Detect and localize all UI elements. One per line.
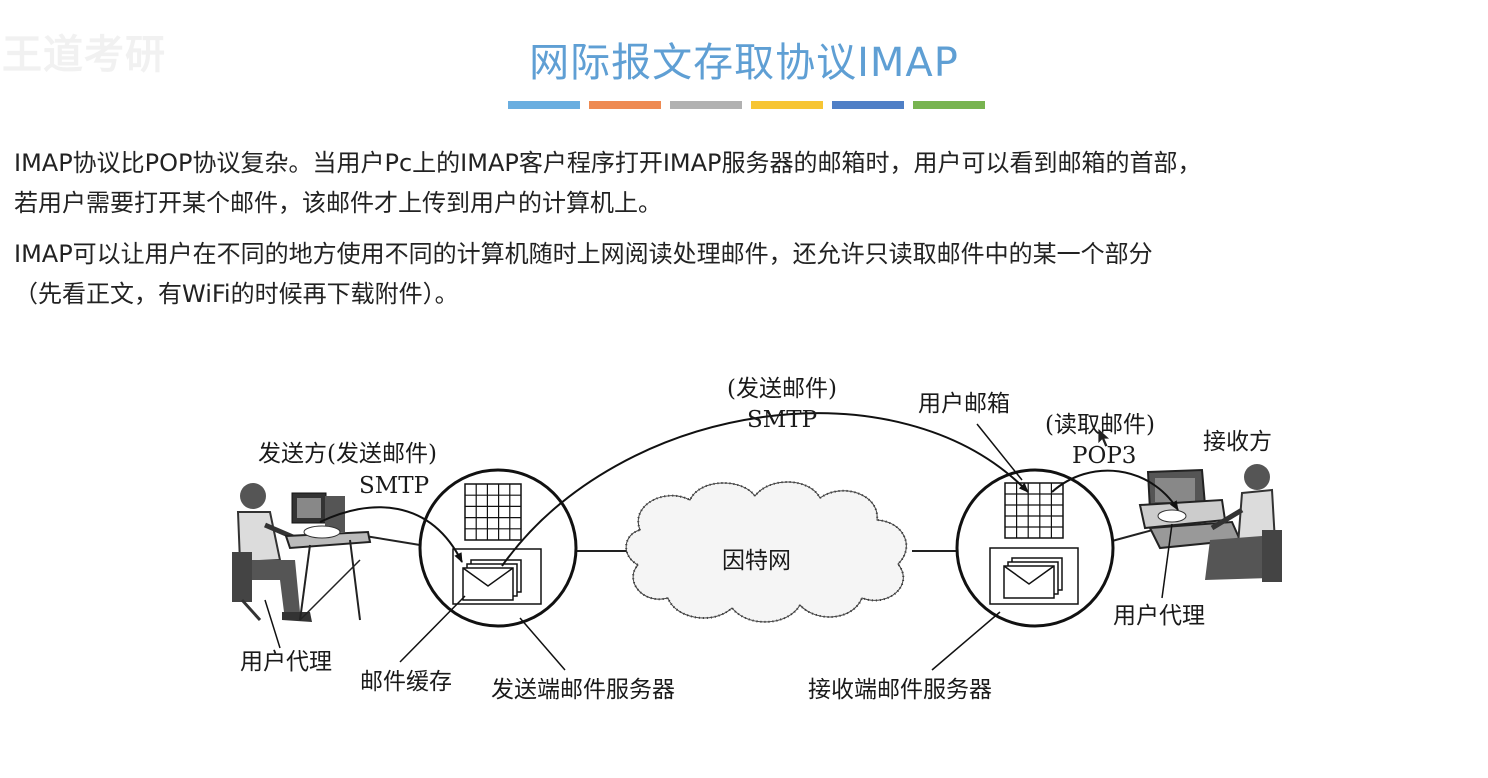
- internet-cloud-icon: [625, 481, 908, 623]
- receiver-person-icon: [1205, 464, 1282, 582]
- color-bar-yellow: [751, 101, 823, 109]
- label-mail-cache: 邮件缓存: [360, 669, 452, 695]
- pointer-recv-server: [931, 611, 1001, 671]
- paragraph-imap-intro: IMAP协议比POP协议复杂。当用户Pc上的IMAP客户程序打开IMAP服务器的…: [14, 143, 1202, 223]
- label-smtp-left: SMTP: [359, 473, 429, 499]
- label-smtp-top-paren: (发送邮件): [727, 376, 837, 402]
- sender-person-icon: [232, 483, 312, 622]
- sender-computer-icon: [284, 492, 372, 621]
- pop3-read-arrow: [1051, 469, 1179, 511]
- send-envelope-icon: [462, 559, 522, 601]
- label-receiver: 接收方: [1203, 429, 1272, 455]
- color-bar-blue: [508, 101, 580, 109]
- label-internet: 因特网: [722, 548, 791, 574]
- recv-envelope-icon: [1003, 557, 1063, 599]
- label-read-mail: (读取邮件): [1045, 412, 1155, 438]
- pointer-send-server: [519, 617, 566, 671]
- smtp-send-arrow: [319, 506, 463, 563]
- label-user-agent-right: 用户代理: [1113, 603, 1205, 629]
- receiver-computer-icon: [1138, 468, 1242, 550]
- link-sender-server: [364, 535, 421, 546]
- color-bar-green: [913, 101, 985, 109]
- title-color-bars: [508, 101, 985, 109]
- color-bar-orange: [589, 101, 661, 109]
- paragraph-line: 若用户需要打开某个邮件，该邮件才上传到用户的计算机上。: [14, 189, 662, 217]
- paragraph-line: IMAP协议比POP协议复杂。当用户Pc上的IMAP客户程序打开IMAP服务器的…: [14, 149, 1202, 177]
- label-smtp-top: SMTP: [747, 407, 817, 433]
- pointer-user-agent-right: [1161, 523, 1173, 599]
- color-bar-gray: [670, 101, 742, 109]
- recv-mailbox-grid-icon: [1004, 482, 1064, 539]
- label-pop3: POP3: [1072, 443, 1136, 469]
- smtp-relay-arrow: [501, 412, 1029, 567]
- pointer-user-mailbox: [976, 423, 1023, 481]
- label-user-agent-left: 用户代理: [240, 649, 332, 675]
- label-sender: 发送方(发送邮件): [258, 441, 437, 467]
- watermark-logo: 王道考研: [2, 32, 166, 78]
- pointer-mail-cache: [399, 595, 466, 663]
- color-bar-darkblue: [832, 101, 904, 109]
- label-user-mailbox: 用户邮箱: [918, 391, 1010, 417]
- paragraph-imap-features: IMAP可以让用户在不同的地方使用不同的计算机随时上网阅读处理邮件，还允许只读取…: [14, 234, 1153, 314]
- send-mailbox-grid-icon: [464, 483, 522, 541]
- mouse-cursor-icon: [1097, 427, 1112, 448]
- pointer-user-agent-left: [264, 599, 281, 649]
- paragraph-line: IMAP可以让用户在不同的地方使用不同的计算机随时上网阅读处理邮件，还允许只读取…: [14, 240, 1153, 268]
- label-send-server: 发送端邮件服务器: [491, 677, 675, 703]
- paragraph-line: （先看正文，有WiFi的时候再下载附件）。: [14, 280, 459, 308]
- label-recv-server: 接收端邮件服务器: [808, 677, 992, 703]
- page-title: 网际报文存取协议IMAP: [529, 40, 959, 86]
